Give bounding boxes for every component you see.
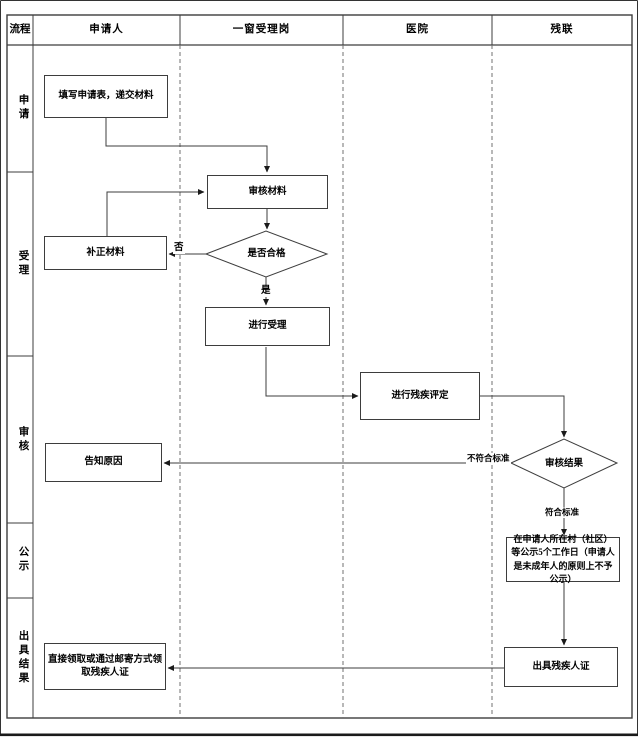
node-supplement-materials: 补正材料 [44,236,167,270]
header-lane-one-window: 一窗受理岗 [232,24,291,35]
header-lane-applicant: 申请人 [89,24,124,35]
node-publicity: 在申请人所在村（社区）等公示5个工作日（申请人是未成年人的原则上不予公示） [506,534,620,584]
node-issue-certificate: 出具残疾人证 [504,647,618,687]
stage-label-apply: 申请 [18,95,30,120]
edge-label-no: 否 [173,243,185,254]
thick-bottom-rule [0,733,638,737]
edge-label-yes: 是 [260,286,272,297]
node-disability-assessment: 进行残疾评定 [360,372,480,420]
diamond-check-qualified [204,230,329,278]
diamond-review-result [509,438,619,489]
stage-label-review: 审核 [18,427,30,452]
edge-label-not-meet-standard: 不符合标准 [466,453,511,464]
node-review-materials: 审核材料 [207,175,328,209]
node-check-qualified-label: 是否合格 [247,249,286,259]
table-border [6,14,633,719]
header-lane-hospital: 医院 [406,24,429,35]
node-fill-form: 填写申请表，递交材料 [44,75,168,118]
stage-label-accept: 受理 [18,251,30,276]
edge-fillform-to-review [105,118,270,173]
node-notify-reason: 告知原因 [45,443,162,482]
header-lane-federation: 残联 [550,24,574,35]
node-accept: 进行受理 [205,307,330,346]
stage-label-result: 出具结果 [18,631,30,684]
stage-label-public: 公示 [18,547,30,572]
edge-assessment-to-result [480,395,567,438]
node-review-result-label: 审核结果 [544,459,583,469]
edge-label-meet-standard: 符合标准 [544,507,581,518]
edge-supplement-to-review [106,189,205,236]
header-process-column: 流程 [9,24,31,35]
node-receive-certificate: 直接领取或通过邮寄方式领取残疾人证 [44,643,166,690]
edge-accept-to-assessment [265,347,359,399]
